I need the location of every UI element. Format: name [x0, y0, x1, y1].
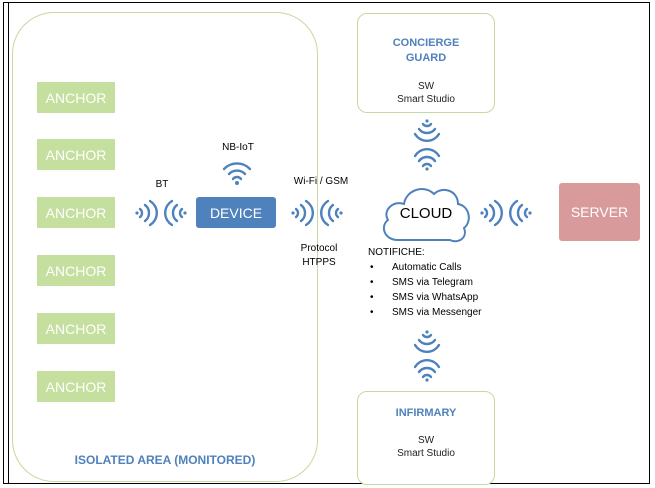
- infirmary-title: INFIRMARY: [395, 407, 457, 419]
- isolated-area-label: ISOLATED AREA (MONITORED): [74, 453, 256, 467]
- notification-item: Automatic Calls: [368, 260, 481, 275]
- cloud-icon: [382, 188, 470, 243]
- anchor-3: ANCHOR: [37, 197, 115, 228]
- anchor-6: ANCHOR: [37, 371, 115, 402]
- wifi-signal-icon: [291, 199, 343, 227]
- concierge-sub-line2: Smart Studio: [397, 94, 455, 105]
- nbiot-wifi-icon: [222, 162, 252, 185]
- notification-item: SMS via Messenger: [368, 305, 481, 320]
- concierge-title-line1: CONCIERGE: [392, 37, 460, 49]
- bt-signal-icon: [135, 199, 187, 227]
- notification-item: SMS via WhatsApp: [368, 290, 481, 305]
- protocol-label-line2: HTPPS: [302, 257, 336, 268]
- bt-label: BT: [155, 179, 169, 190]
- infirmary-sub-line1: SW: [417, 435, 435, 446]
- infirmary-box: INFIRMARY SW Smart Studio: [357, 391, 495, 485]
- server-signal-icon: [480, 199, 532, 227]
- anchor-4: ANCHOR: [37, 255, 115, 286]
- notifications-title: NOTIFICHE:: [368, 247, 425, 258]
- wifi-gsm-label: Wi-Fi / GSM: [293, 176, 349, 187]
- anchor-5: ANCHOR: [37, 313, 115, 344]
- protocol-label: Protocol HTPPS: [292, 242, 346, 270]
- concierge-title-line2: GUARD: [405, 52, 447, 64]
- nbiot-label: NB-IoT: [222, 142, 254, 153]
- outer-frame: [3, 2, 650, 484]
- infirmary-sub-line2: Smart Studio: [397, 448, 455, 459]
- anchor-1: ANCHOR: [37, 82, 115, 113]
- anchor-2: ANCHOR: [37, 139, 115, 170]
- concierge-sub-line1: SW: [417, 81, 435, 92]
- frame-inner-line: [8, 2, 9, 484]
- concierge-guard-box: CONCIERGE GUARD SW Smart Studio: [357, 13, 495, 113]
- server-box: SERVER: [559, 183, 640, 241]
- cloud-label: CLOUD: [399, 205, 453, 222]
- concierge-signal-icon: [413, 119, 441, 171]
- notification-item: SMS via Telegram: [368, 275, 481, 290]
- infirmary-signal-icon: [413, 330, 441, 382]
- notifications-list: NOTIFICHE: Automatic Calls SMS via Teleg…: [368, 245, 481, 320]
- protocol-label-line1: Protocol: [300, 243, 338, 254]
- device-box: DEVICE: [196, 197, 276, 228]
